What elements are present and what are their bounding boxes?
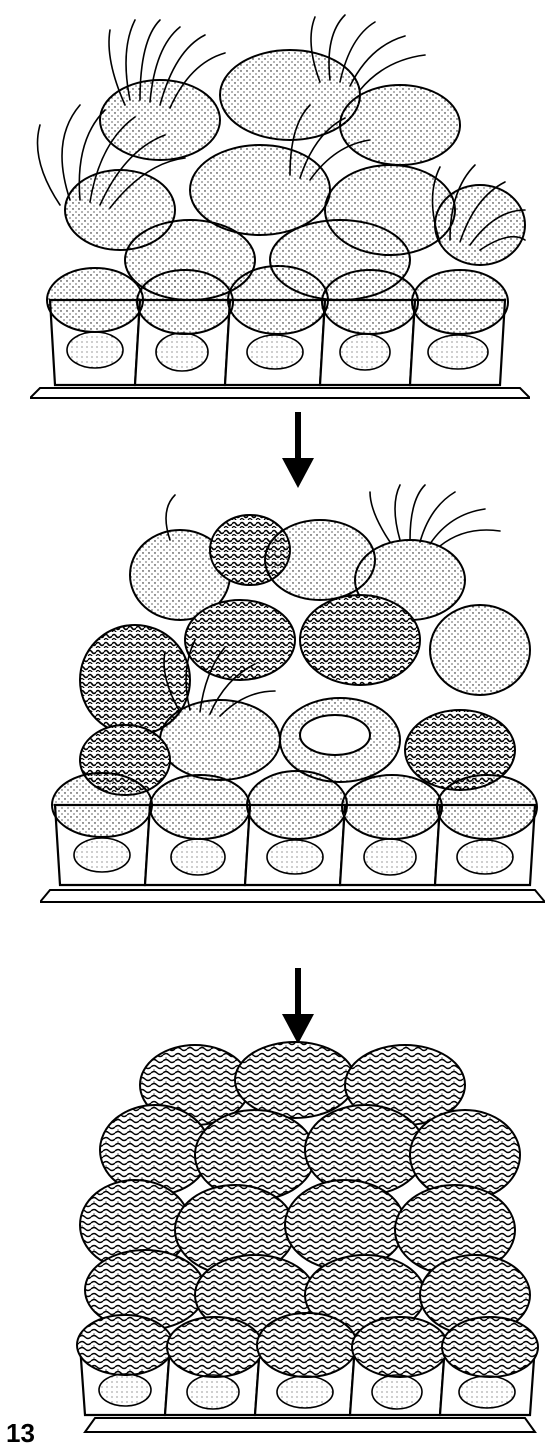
figure-number-label: 13 (6, 1420, 35, 1446)
stage-1-illustration (30, 10, 530, 405)
stage-2-illustration (40, 480, 545, 910)
stage-3-illustration (55, 1040, 540, 1435)
down-arrow-icon (278, 968, 318, 1048)
